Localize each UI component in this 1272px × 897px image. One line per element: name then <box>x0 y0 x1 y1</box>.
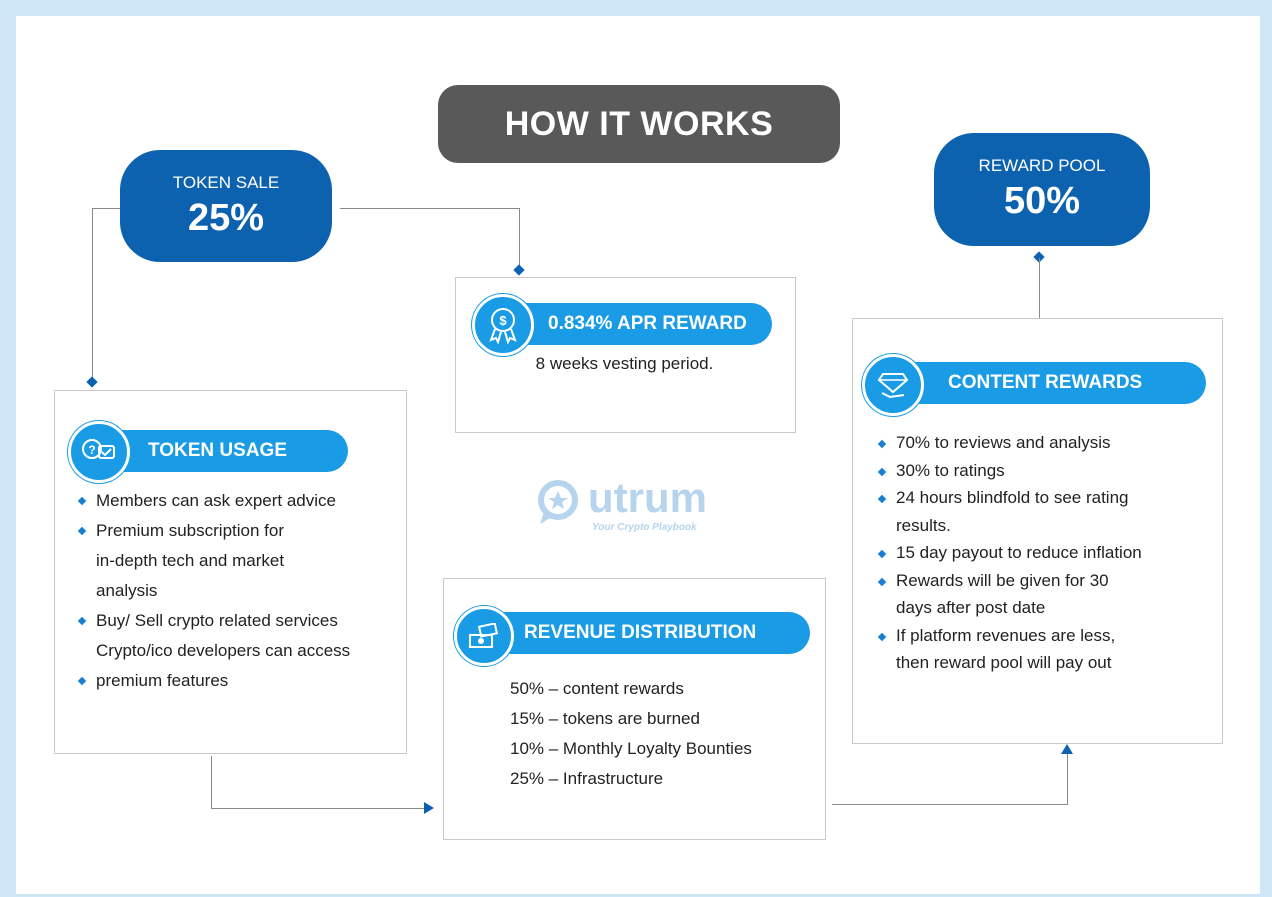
chat-question-icon: ? <box>68 421 130 483</box>
utrum-logo-icon <box>538 480 578 524</box>
money-stack-icon <box>454 606 514 666</box>
dollar-badge-icon: $ <box>472 294 534 356</box>
list-item: If platform revenues are less, <box>876 622 1221 650</box>
list-item: Rewards will be given for 30 <box>876 567 1221 595</box>
list-item: premium features <box>76 666 401 696</box>
token-usage-list: Members can ask expert advice Premium su… <box>76 486 401 696</box>
list-item: days after post date <box>896 598 1046 617</box>
page-title: HOW IT WORKS <box>438 85 840 163</box>
connector-line <box>211 808 424 809</box>
utrum-logo-name: utrum <box>588 474 707 521</box>
token-sale-percent: 25% <box>187 196 265 239</box>
revenue-distribution-heading: REVENUE DISTRIBUTION <box>524 622 757 643</box>
utrum-logo: utrum Your Crypto Playbook <box>536 474 736 536</box>
connector-line <box>832 804 1068 805</box>
reward-pool-percent: 50% <box>1003 180 1081 222</box>
content-rewards-header: CONTENT REWARDS <box>896 362 1206 404</box>
connector-line <box>211 756 212 808</box>
connector-line <box>92 208 93 380</box>
list-item: 50% – content rewards <box>510 679 684 698</box>
list-item: 10% – Monthly Loyalty Bounties <box>510 739 752 758</box>
list-item: Members can ask expert advice <box>76 486 401 516</box>
list-item: 15% – tokens are burned <box>510 709 700 728</box>
token-sale-pill: TOKEN SALE 25% <box>120 150 332 262</box>
apr-reward-heading: 0.834% APR REWARD <box>548 313 747 334</box>
list-item: Crypto/ico developers can access <box>96 641 351 660</box>
list-item: 15 day payout to reduce inflation <box>876 539 1221 567</box>
connector-line <box>1039 258 1040 318</box>
list-item: Buy/ Sell crypto related services <box>76 606 401 636</box>
diamond-hand-icon <box>862 354 924 416</box>
list-item: 70% to reviews and analysis <box>876 429 1221 457</box>
content-rewards-list: 70% to reviews and analysis 30% to ratin… <box>876 429 1221 677</box>
list-item: Premium subscription for <box>76 516 401 546</box>
list-item: 30% to ratings <box>876 457 1221 485</box>
token-sale-label: TOKEN SALE <box>172 172 280 192</box>
arrow-right-icon <box>424 802 434 814</box>
apr-reward-header: 0.834% APR REWARD <box>500 303 772 345</box>
list-item: 25% – Infrastructure <box>510 769 664 788</box>
svg-text:$: $ <box>499 313 507 328</box>
token-usage-heading: TOKEN USAGE <box>148 440 288 461</box>
connector-line <box>340 208 520 209</box>
token-usage-header: TOKEN USAGE <box>98 430 348 472</box>
list-item: analysis <box>96 581 158 600</box>
connector-line <box>519 208 520 268</box>
list-item: in-depth tech and market <box>96 551 285 570</box>
list-item: 24 hours blindfold to see rating <box>876 484 1221 512</box>
reward-pool-pill: REWARD POOL 50% <box>934 133 1150 246</box>
list-item: results. <box>896 515 951 535</box>
list-item: then reward pool will pay out <box>896 653 1112 672</box>
svg-text:?: ? <box>88 443 95 457</box>
revenue-distribution-list: 50% – content rewards 15% – tokens are b… <box>510 674 820 794</box>
utrum-logo-tagline: Your Crypto Playbook <box>592 522 697 533</box>
arrow-up-icon <box>1061 744 1073 754</box>
reward-pool-label: REWARD POOL <box>978 156 1106 175</box>
connector-line <box>1067 754 1068 805</box>
revenue-distribution-header: REVENUE DISTRIBUTION <box>488 612 810 654</box>
apr-reward-text: 8 weeks vesting period. <box>535 354 714 373</box>
content-rewards-heading: CONTENT REWARDS <box>948 372 1143 393</box>
connector-line <box>92 208 120 209</box>
